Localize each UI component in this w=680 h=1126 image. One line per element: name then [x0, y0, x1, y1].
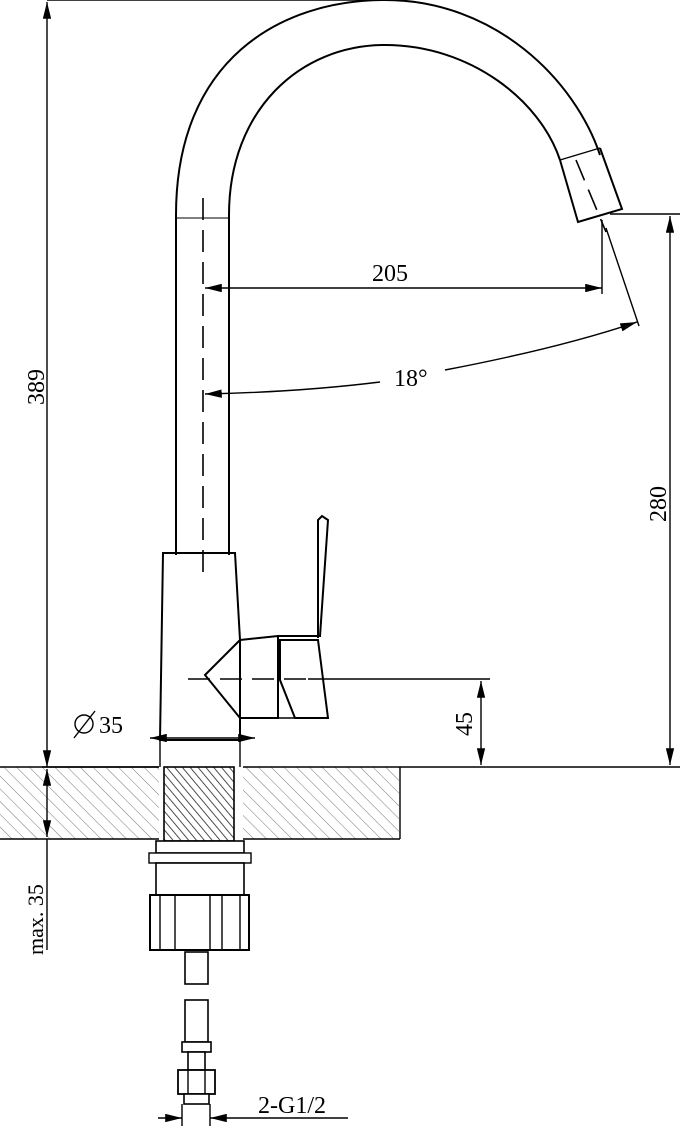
dim-spout-height-label: 280	[646, 486, 672, 522]
dim-base-diameter	[73, 710, 255, 767]
mounting-nut	[149, 894, 250, 951]
dim-handle-height	[308, 678, 490, 765]
dim-spout-height	[400, 213, 680, 768]
center-lines	[188, 159, 607, 680]
faucet-shank	[148, 766, 252, 896]
dim-connection	[158, 1104, 348, 1126]
dim-spout-reach	[205, 220, 603, 294]
dim-base-diameter-label: 35	[99, 713, 123, 739]
dim-handle-height-label: 45	[452, 712, 478, 736]
dim-spout-angle	[204, 227, 640, 398]
dim-total-height-label: 389	[24, 369, 50, 405]
dim-total-height	[42, 0, 385, 768]
supply-hoses	[177, 951, 216, 1105]
dim-spout-reach-label: 205	[372, 261, 408, 287]
faucet-body	[158, 514, 330, 741]
countertop-section	[0, 766, 401, 840]
dim-max-thickness-label: max. 35	[23, 884, 48, 955]
dim-spout-angle-label: 18°	[394, 366, 428, 392]
dim-connection-label: 2-G1/2	[258, 1093, 326, 1119]
